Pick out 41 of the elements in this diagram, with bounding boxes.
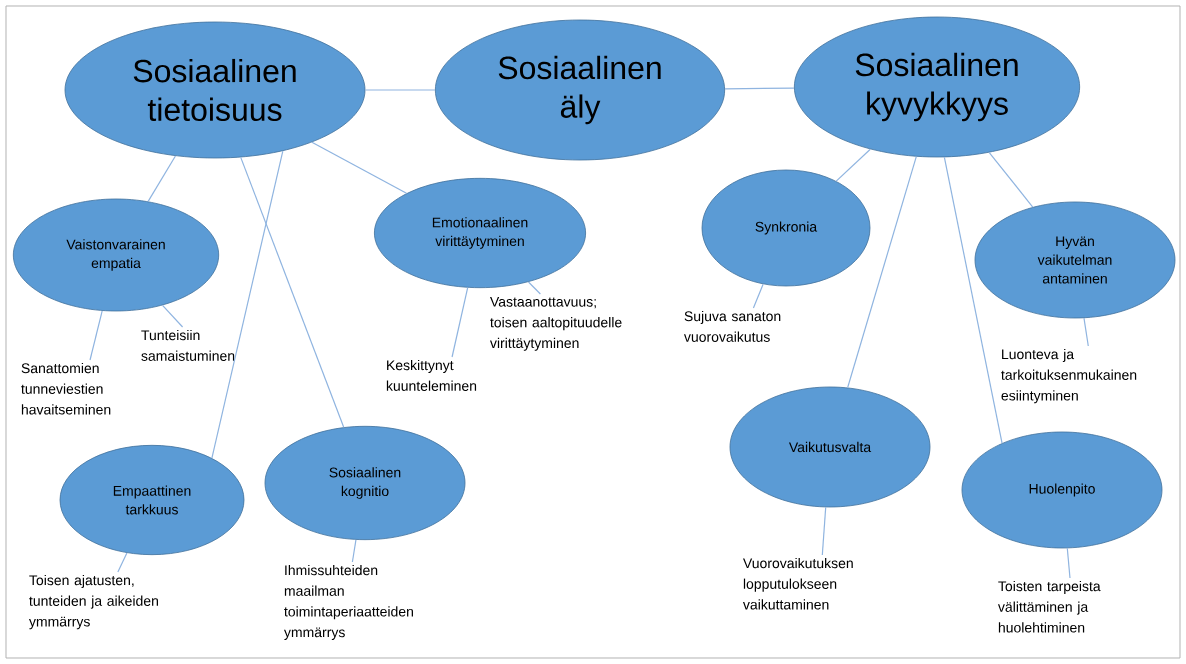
- ellipse-node: Vaistonvarainen empatia: [12, 198, 220, 312]
- connector-line: [1066, 547, 1071, 579]
- connector-line: [240, 156, 345, 428]
- connector-line: [527, 281, 541, 295]
- node-text: Toisten tarpeista välittäminen ja huolehtiminen: [998, 580, 1101, 633]
- ellipse-node: Synkronia: [701, 169, 871, 287]
- connector-line: [147, 155, 176, 202]
- connector-line: [1083, 317, 1089, 347]
- ellipse-node: Hyvän vaikutelman antaminen: [974, 201, 1176, 319]
- connector-line: [89, 310, 103, 361]
- node-text: Sujuva sanaton vuorovaikutus: [684, 310, 781, 342]
- node-text: Luonteva ja tarkoituksenmukainen esiintyminen: [1001, 348, 1137, 404]
- connector-line: [821, 506, 827, 556]
- connector-line: [451, 287, 469, 358]
- node-text: Toisen ajatusten, tunteiden ja aikeiden ymmärrys: [29, 574, 158, 630]
- node-text: Vastaanottavuus; toisen aaltopituudelle virittäytyminen: [490, 296, 622, 351]
- ellipse-node: Vaikutusvalta: [729, 386, 931, 508]
- connector-line: [311, 141, 408, 194]
- ellipse-node: Sosiaalinen tietoisuus: [64, 21, 366, 159]
- ellipse-node: Empaattinen tarkkuus: [59, 444, 245, 556]
- ellipse-node: Huolenpito: [961, 431, 1163, 549]
- node-text: Tunteisiin samaistuminen: [141, 329, 235, 361]
- ellipse-node: Sosiaalinen kognitio: [264, 425, 466, 541]
- connector-line: [211, 150, 284, 459]
- node-text: Vuorovaikutuksen lopputulokseen vaikuttaminen: [743, 557, 853, 610]
- connector-line: [752, 283, 764, 309]
- node-text: Sanattomien tunneviestien havaitseminen: [21, 362, 111, 415]
- ellipse-node: Emotionaalinen virittäytyminen: [374, 177, 586, 289]
- ellipse-node: Sosiaalinen kyvykkyys: [793, 16, 1081, 158]
- connector-line: [364, 89, 436, 91]
- connector-line: [835, 148, 871, 182]
- ellipse-node: Sosiaalinen äly: [434, 19, 726, 161]
- node-text: Ihmissuhteiden maailman toimintaperiaatteiden ymmärrys: [284, 564, 413, 640]
- connector-line: [161, 304, 184, 328]
- connector-line: [943, 156, 1003, 444]
- connector-line: [117, 552, 128, 573]
- connector-line: [988, 151, 1034, 208]
- connector-line: [351, 539, 357, 563]
- connector-line: [724, 87, 795, 90]
- node-text: Keskittynyt kuunteleminen: [386, 359, 477, 391]
- connector-line: [847, 156, 917, 389]
